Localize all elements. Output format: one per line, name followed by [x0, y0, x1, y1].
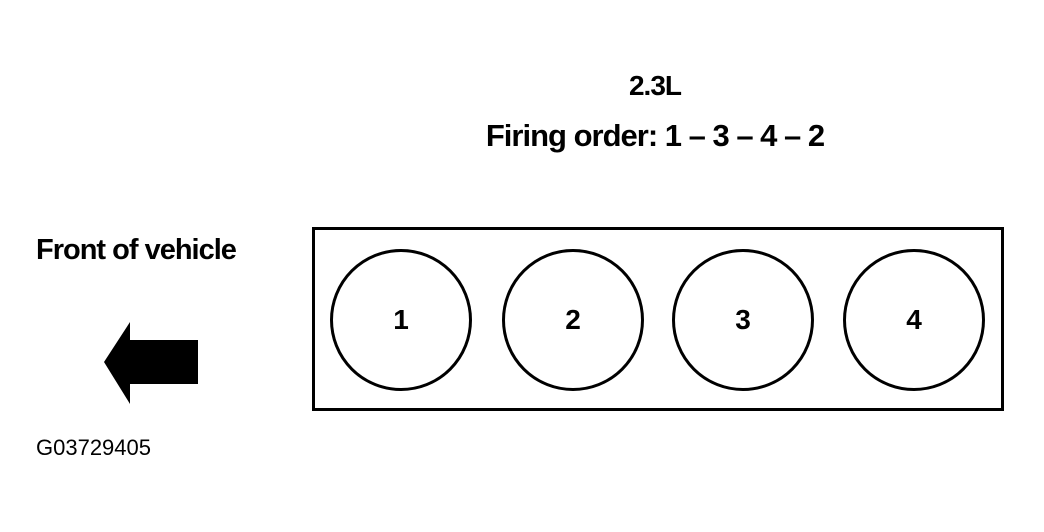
cylinder-2: 2 [502, 249, 644, 391]
cylinder-1: 1 [330, 249, 472, 391]
cylinder-number: 2 [565, 304, 581, 335]
cylinder-number: 3 [735, 304, 751, 335]
engine-block: 1 2 3 4 [312, 227, 1004, 411]
firing-order-label: Firing order: 1 – 3 – 4 – 2 [485, 118, 825, 153]
cylinder-4: 4 [843, 249, 985, 391]
arrow-left-icon [104, 322, 198, 404]
cylinder-number: 4 [906, 304, 922, 335]
cylinder-3: 3 [672, 249, 814, 391]
engine-displacement-label: 2.3L [628, 70, 682, 101]
front-of-vehicle-label: Front of vehicle [36, 234, 237, 266]
cylinder-number: 1 [393, 304, 409, 335]
figure-id: G03729405 [36, 435, 151, 460]
